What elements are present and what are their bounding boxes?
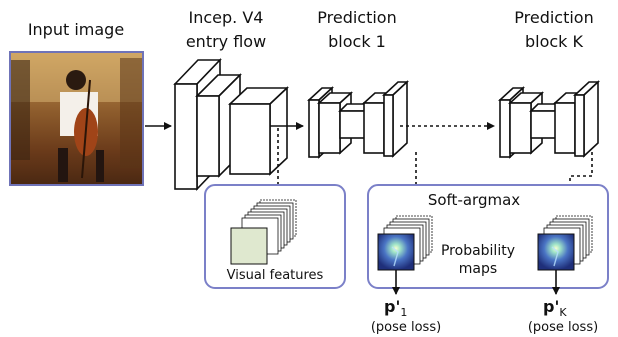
dotted-predK-to-mapK (566, 152, 593, 213)
incep-label-line1: Incep. V4 (189, 8, 264, 27)
soft-argmax-label: Soft-argmax (428, 191, 520, 209)
predK-label-line1: Prediction (514, 8, 593, 27)
pose-loss-label-1: (pose loss) (371, 320, 441, 335)
output-pK: p'K (543, 297, 567, 319)
incep-label-line2: entry flow (186, 32, 266, 51)
input-image-label: Input image (28, 20, 124, 39)
predK-label-line2: block K (525, 32, 584, 51)
prediction-block-1 (306, 80, 410, 159)
probability-map-stack-1 (377, 215, 433, 271)
prediction-block-k (497, 80, 601, 159)
pred1-label-line1: Prediction (317, 8, 396, 27)
pred1-label-line2: block 1 (328, 32, 386, 51)
feature-map-stack (230, 199, 297, 265)
probability-label-line1: Probability (441, 243, 515, 259)
incep-block (173, 58, 290, 191)
input-image (9, 51, 144, 186)
pose-loss-label-k: (pose loss) (528, 320, 598, 335)
probability-label-line2: maps (459, 261, 497, 277)
visual-features-label: Visual features (227, 268, 324, 283)
output-p1: p'1 (384, 297, 407, 319)
